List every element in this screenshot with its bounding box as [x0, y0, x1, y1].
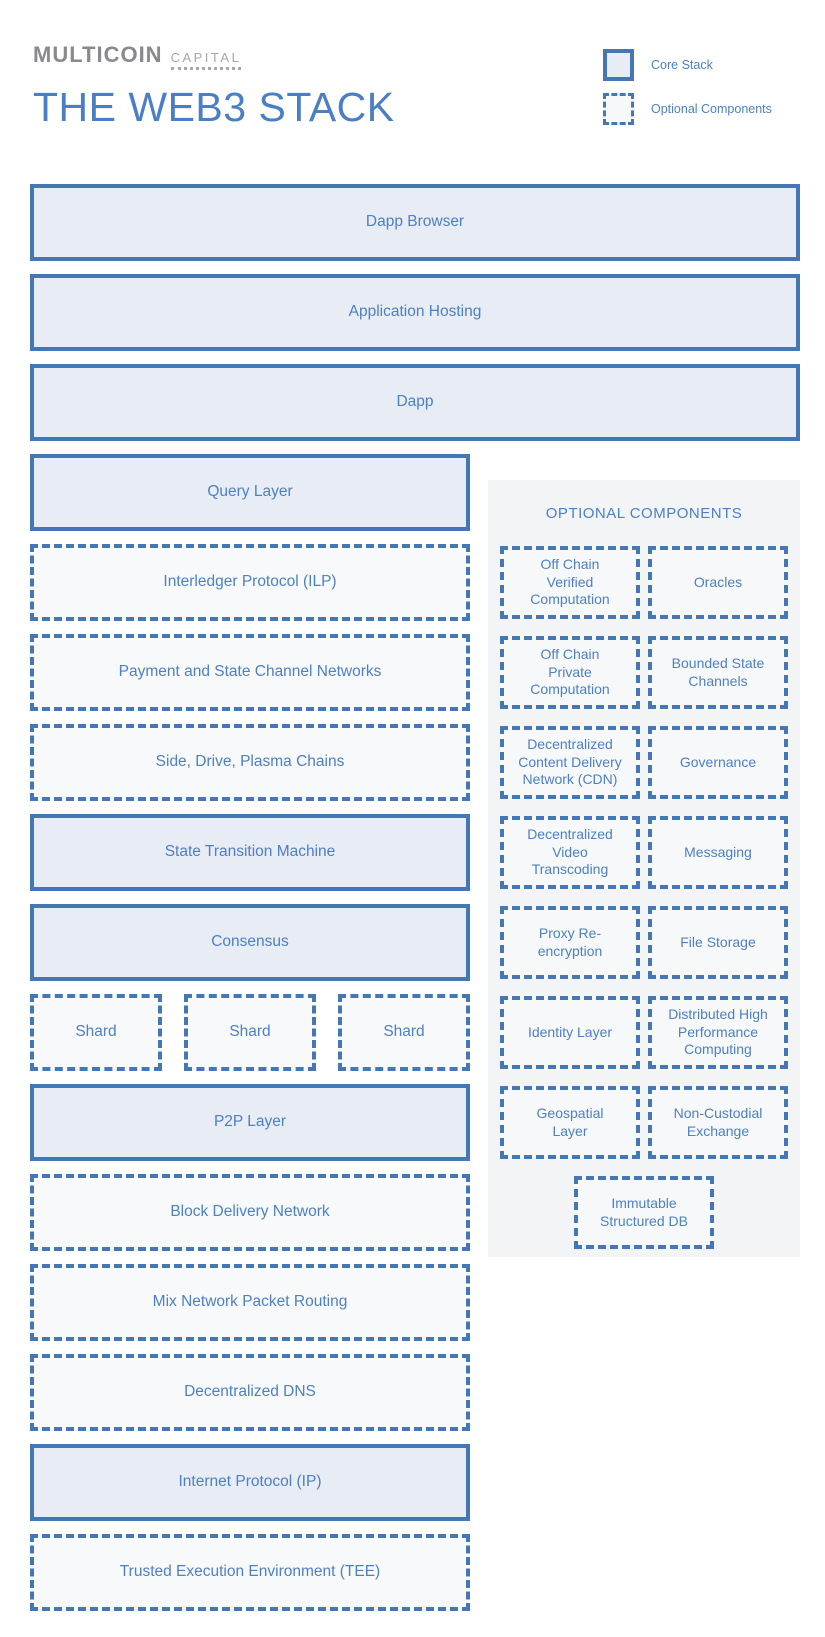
header: MULTICOIN CAPITAL THE WEB3 STACK — [33, 42, 395, 131]
optional-box-messaging: Messaging — [648, 816, 788, 889]
stack-box-label: Shard — [229, 1023, 271, 1041]
optional-components-title: OPTIONAL COMPONENTS — [545, 504, 743, 522]
stack-box-label: Decentralized DNS — [184, 1383, 316, 1401]
optional-box-label: Geospatial Layer — [536, 1104, 604, 1139]
optional-box-non-custodial-exchange: Non-Custodial Exchange — [648, 1086, 788, 1159]
optional-box-label: Immutable Structured DB — [600, 1194, 688, 1229]
optional-box-bounded-state-channels: Bounded State Channels — [648, 636, 788, 709]
stack-box-shard-3: Shard — [338, 994, 470, 1071]
stack-box-label: Query Layer — [207, 483, 293, 501]
optional-box-label: Off Chain Private Computation — [530, 645, 610, 698]
optional-box-immutable-structured-db: Immutable Structured DB — [574, 1176, 714, 1249]
optional-box-label: Distributed High Performance Computing — [668, 1005, 768, 1058]
stack-box-dapp-browser: Dapp Browser — [30, 184, 800, 261]
shard-row: Shard Shard Shard — [30, 994, 470, 1071]
stack-box-query-layer: Query Layer — [30, 454, 470, 531]
optional-pair-row: Proxy Re-encryption File Storage — [500, 906, 788, 979]
stack-box-label: Payment and State Channel Networks — [118, 663, 382, 681]
optional-box-label: Identity Layer — [527, 1023, 613, 1040]
stack-box-internet-protocol: Internet Protocol (IP) — [30, 1444, 470, 1521]
stack-box-trusted-execution-environment: Trusted Execution Environment (TEE) — [30, 1534, 470, 1611]
stack-box-payment-state-channels: Payment and State Channel Networks — [30, 634, 470, 711]
logo-subtitle: CAPITAL — [170, 50, 242, 70]
stack-box-label: Dapp — [396, 393, 434, 411]
optional-box-proxy-re-encryption: Proxy Re-encryption — [500, 906, 640, 979]
optional-box-label: Decentralized Content Delivery Network (… — [518, 735, 622, 788]
stack-box-application-hosting: Application Hosting — [30, 274, 800, 351]
optional-pair-row: Decentralized Content Delivery Network (… — [500, 726, 788, 799]
optional-box-decentralized-video-transcoding: Decentralized Video Transcoding — [500, 816, 640, 889]
optional-box-label: Governance — [679, 753, 757, 770]
optional-box-decentralized-cdn: Decentralized Content Delivery Network (… — [500, 726, 640, 799]
optional-pair-row: Identity Layer Distributed High Performa… — [500, 996, 788, 1069]
stack-box-label: Mix Network Packet Routing — [152, 1293, 348, 1311]
logo-wordmark: MULTICOIN — [33, 42, 163, 67]
stack-box-label: Side, Drive, Plasma Chains — [155, 753, 345, 771]
stack-box-label: Dapp Browser — [365, 213, 465, 231]
optional-pair-row: Off Chain Private Computation Bounded St… — [500, 636, 788, 709]
optional-components-panel: OPTIONAL COMPONENTS Off Chain Verified C… — [488, 480, 800, 1257]
stack-box-state-transition-machine: State Transition Machine — [30, 814, 470, 891]
stack-box-mix-network-packet-routing: Mix Network Packet Routing — [30, 1264, 470, 1341]
optional-box-label: Off Chain Verified Computation — [530, 555, 610, 608]
stack-box-side-drive-plasma-chains: Side, Drive, Plasma Chains — [30, 724, 470, 801]
stack-box-label: Application Hosting — [348, 303, 482, 321]
multicoin-logo: MULTICOIN CAPITAL — [33, 42, 395, 70]
optional-box-label: Oracles — [693, 573, 743, 590]
optional-box-label: Non-Custodial Exchange — [673, 1104, 763, 1139]
optional-box-label: File Storage — [680, 933, 756, 950]
legend-optional-components: Optional Components — [603, 93, 772, 125]
optional-box-label: Messaging — [684, 843, 752, 860]
stack-diagram: Dapp Browser Application Hosting Dapp Qu… — [30, 184, 800, 1624]
stack-box-label: State Transition Machine — [164, 843, 336, 861]
stack-box-consensus: Consensus — [30, 904, 470, 981]
optional-pair-row: Geospatial Layer Non-Custodial Exchange — [500, 1086, 788, 1159]
optional-components-header: OPTIONAL COMPONENTS — [500, 480, 788, 546]
optional-box-geospatial-layer: Geospatial Layer — [500, 1086, 640, 1159]
optional-pair-row: Decentralized Video Transcoding Messagin… — [500, 816, 788, 889]
stack-box-label: Consensus — [211, 933, 289, 951]
stack-box-label: Shard — [75, 1023, 117, 1041]
optional-box-governance: Governance — [648, 726, 788, 799]
optional-components-swatch-icon — [603, 93, 634, 125]
optional-box-file-storage: File Storage — [648, 906, 788, 979]
stack-box-label: Interledger Protocol (ILP) — [163, 573, 337, 591]
legend-core-stack: Core Stack — [603, 49, 772, 81]
legend-core-label: Core Stack — [651, 58, 713, 72]
stack-box-dapp: Dapp — [30, 364, 800, 441]
page-title: THE WEB3 STACK — [33, 84, 395, 130]
optional-box-label: Proxy Re-encryption — [537, 924, 603, 959]
optional-box-off-chain-private-computation: Off Chain Private Computation — [500, 636, 640, 709]
stack-box-label: P2P Layer — [213, 1113, 287, 1131]
optional-box-distributed-high-performance-computing: Distributed High Performance Computing — [648, 996, 788, 1069]
core-stack-column: Query Layer Interledger Protocol (ILP) P… — [30, 454, 470, 1624]
optional-box-identity-layer: Identity Layer — [500, 996, 640, 1069]
stack-box-label: Internet Protocol (IP) — [178, 1473, 322, 1491]
optional-box-oracles: Oracles — [648, 546, 788, 619]
stack-box-label: Block Delivery Network — [170, 1203, 330, 1221]
stack-box-p2p-layer: P2P Layer — [30, 1084, 470, 1161]
stack-box-decentralized-dns: Decentralized DNS — [30, 1354, 470, 1431]
core-stack-swatch-icon — [603, 49, 634, 81]
optional-pair-row: Off Chain Verified Computation Oracles — [500, 546, 788, 619]
optional-footer-row: Immutable Structured DB — [500, 1176, 788, 1249]
legend: Core Stack Optional Components — [603, 49, 772, 137]
stack-columns: Query Layer Interledger Protocol (ILP) P… — [30, 454, 800, 1624]
stack-box-label: Shard — [383, 1023, 425, 1041]
stack-box-label: Trusted Execution Environment (TEE) — [119, 1563, 381, 1581]
stack-box-block-delivery-network: Block Delivery Network — [30, 1174, 470, 1251]
stack-box-shard-1: Shard — [30, 994, 162, 1071]
optional-box-label: Bounded State Channels — [671, 654, 765, 689]
legend-optional-label: Optional Components — [651, 102, 772, 116]
stack-box-shard-2: Shard — [184, 994, 316, 1071]
stack-box-interledger-protocol: Interledger Protocol (ILP) — [30, 544, 470, 621]
optional-box-off-chain-verified-computation: Off Chain Verified Computation — [500, 546, 640, 619]
optional-box-label: Decentralized Video Transcoding — [527, 825, 613, 878]
